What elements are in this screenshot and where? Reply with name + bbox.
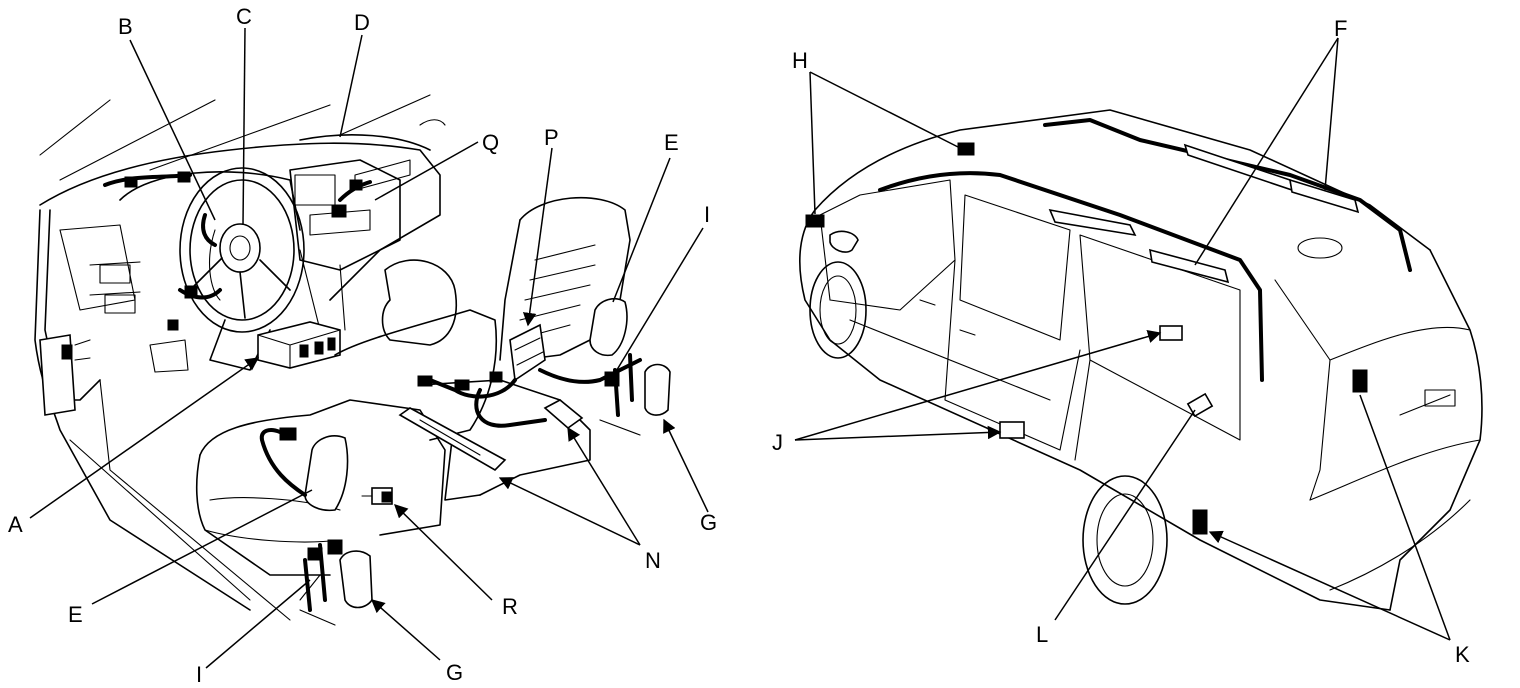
leader-j-2 <box>794 425 1002 441</box>
impact-sensors <box>805 142 975 228</box>
label-e-lower: E <box>68 602 83 627</box>
leader-i-upper <box>611 227 704 379</box>
leader-j-1 <box>794 329 1162 441</box>
seat-harness <box>417 323 642 428</box>
leader-lines <box>29 27 1451 669</box>
leader-h-1 <box>809 71 961 149</box>
label-g-upper: G <box>700 510 717 535</box>
side-connector <box>39 334 91 416</box>
label-i-upper: I <box>704 202 710 227</box>
driver-seat <box>195 259 498 576</box>
interior-view <box>34 94 671 626</box>
label-p: P <box>544 125 559 150</box>
label-l: L <box>1036 622 1048 647</box>
label-g-lower: G <box>446 660 463 685</box>
leader-k-1 <box>1359 394 1451 641</box>
callout-labels: B C D Q P E I G N A E I G R H F J L K <box>8 4 1470 687</box>
leader-i-lower <box>205 579 311 669</box>
rear-sensors <box>1192 369 1368 535</box>
label-e-upper: E <box>664 130 679 155</box>
leader-r <box>394 504 493 601</box>
front-side-airbag <box>259 427 349 512</box>
leader-n-2 <box>567 426 641 546</box>
leader-g-upper <box>663 418 709 513</box>
leader-c <box>242 27 246 226</box>
leader-l <box>1054 409 1196 621</box>
rear-side-sensor <box>1186 392 1214 418</box>
label-r: R <box>502 594 518 619</box>
label-i-lower: I <box>196 662 202 687</box>
label-f: F <box>1334 16 1347 41</box>
leader-f-2 <box>1324 37 1339 191</box>
leader-q <box>374 141 479 201</box>
label-j: J <box>772 430 783 455</box>
leader-g-lower <box>370 599 441 661</box>
leader-b <box>129 39 216 221</box>
under-seat-modules <box>398 399 584 472</box>
leader-a <box>29 357 260 519</box>
leader-f-1 <box>1194 37 1339 266</box>
leader-h-2 <box>809 71 816 215</box>
label-d: D <box>354 10 370 35</box>
label-a: A <box>8 512 23 537</box>
label-n: N <box>645 548 661 573</box>
passenger-seat-belt-tensioner <box>599 353 671 436</box>
label-h: H <box>792 48 808 73</box>
passenger-side-airbag <box>589 298 628 357</box>
occupant-position-sensor <box>361 487 393 505</box>
srs-unit <box>257 321 341 369</box>
leader-d <box>339 34 363 138</box>
leader-k-2 <box>1208 530 1451 641</box>
exterior-view <box>799 109 1483 611</box>
side-impact-sensors <box>999 325 1183 439</box>
curtain-airbags <box>1048 143 1360 284</box>
label-q: Q <box>482 130 499 155</box>
leader-n-1 <box>498 477 641 546</box>
label-b: B <box>118 14 133 39</box>
front-seat-belt-tensioner <box>299 539 373 626</box>
leader-p <box>522 147 553 327</box>
label-k: K <box>1455 642 1470 667</box>
label-c: C <box>236 4 252 29</box>
leader-e-lower <box>91 489 313 605</box>
passenger-airbag <box>331 179 372 218</box>
leader-e-upper <box>612 157 671 303</box>
